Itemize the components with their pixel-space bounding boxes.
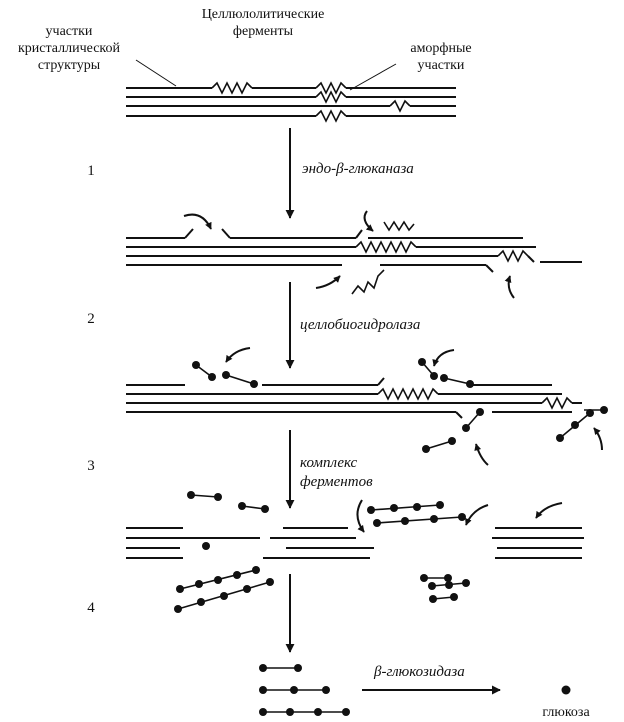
enzymes-title-line2: ферменты — [233, 24, 294, 39]
amorphous-label-line2: участки — [418, 58, 465, 73]
released-cellobiose-units — [192, 358, 608, 453]
step-4-number: 4 — [87, 600, 95, 616]
step-1-number: 1 — [87, 163, 95, 179]
crystalline-label-line2: кристаллической — [18, 41, 121, 56]
soluble-oligomers — [174, 566, 470, 613]
step-3-enzyme-line1: комплекс — [300, 455, 357, 471]
step-3-enzyme-line2: ферментов — [300, 474, 373, 490]
crystalline-label-line1: участки — [46, 24, 93, 39]
glucose-label: глюкоза — [542, 705, 590, 720]
step-3-number: 3 — [87, 458, 95, 474]
amorphous-label-line1: аморфные — [410, 41, 471, 56]
fibril-after-endoglucanase — [126, 210, 582, 299]
step-2-enzyme: целлобиогидролаза — [300, 317, 420, 333]
fibril-after-cellobiohydrolase — [126, 347, 603, 466]
crystalline-label-line3: структуры — [38, 58, 101, 73]
enzymes-title-line1: Целлюлолитические — [202, 7, 325, 22]
amorphous-pointer — [349, 63, 397, 91]
final-enzyme-label: β-глюкозидаза — [373, 664, 465, 680]
crystalline-pointer — [135, 59, 177, 87]
intact-cellulose-fibril — [126, 81, 456, 123]
glucose-molecule — [561, 685, 571, 695]
cellobiose-oligomers-final — [259, 664, 350, 716]
step-2-number: 2 — [87, 311, 95, 327]
step-1-enzyme: эндо-β-глюканаза — [302, 161, 414, 177]
fragmented-fibrils — [126, 499, 584, 559]
released-oligosaccharides — [187, 491, 466, 527]
